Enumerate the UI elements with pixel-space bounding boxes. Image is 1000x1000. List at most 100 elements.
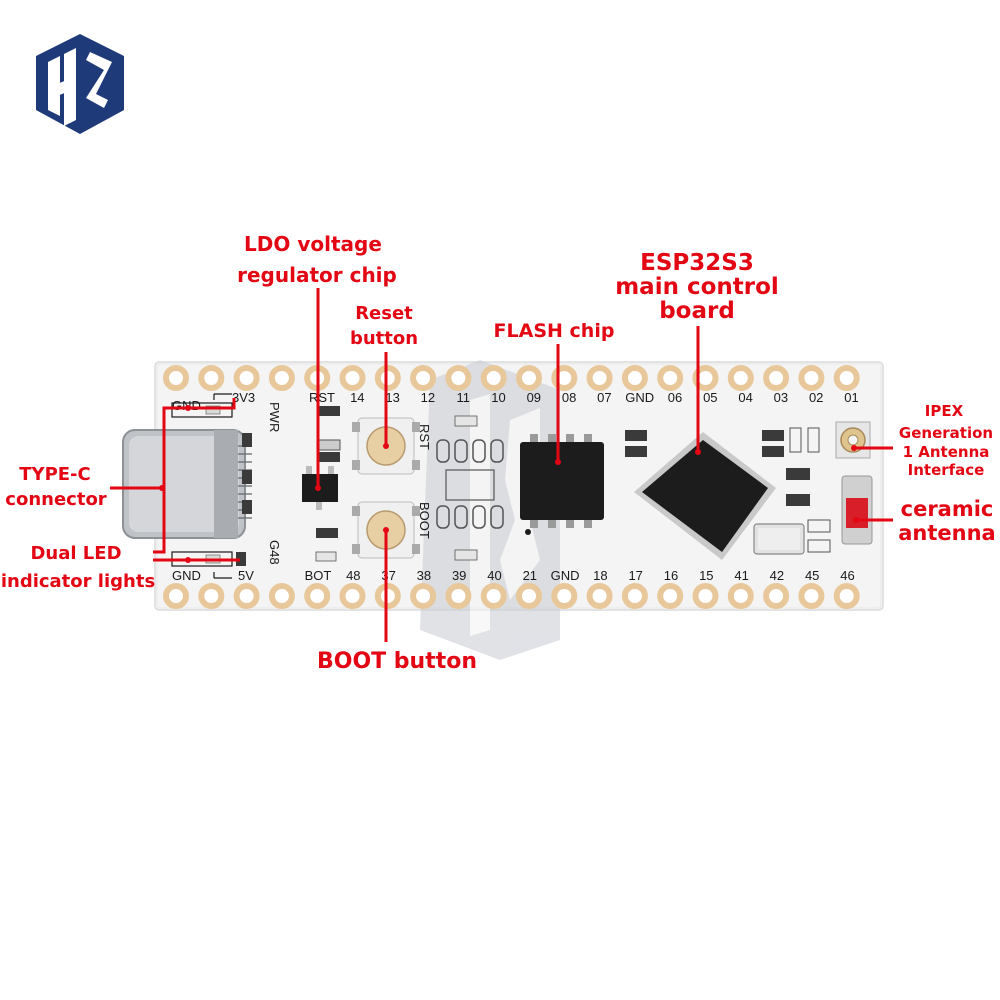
led-callout-line2: indicator lights — [1, 571, 155, 592]
top-pad — [586, 365, 613, 391]
top-pad — [798, 365, 825, 391]
ceramic-callout-line1: ceramic — [901, 497, 994, 521]
bottom-pad — [480, 583, 507, 609]
top-pad — [727, 365, 754, 391]
bottom-pin-label: 16 — [664, 568, 678, 583]
led-callout-line1: Dual LED — [30, 543, 121, 564]
bottom-pad — [304, 583, 331, 609]
bottom-pad — [374, 583, 401, 609]
rst-silk-label: RST — [417, 424, 432, 450]
reset-callout-line1: Reset — [355, 303, 413, 324]
bottom-pad — [551, 583, 578, 609]
bottom-pin-label: 17 — [628, 568, 642, 583]
top-pin-label: GND — [625, 390, 654, 405]
bottom-pad — [233, 583, 260, 609]
bottom-pin-label: 41 — [734, 568, 748, 583]
bottom-pin-label: 38 — [417, 568, 431, 583]
bottom-pin-label: 40 — [487, 568, 501, 583]
ipex-callout-line4: Interface — [908, 461, 985, 479]
esp-callout-line2: main control — [615, 274, 779, 300]
flash-callout: FLASH chip — [494, 320, 615, 342]
esp-callout-line3: board — [659, 298, 735, 324]
bottom-pin-label: 39 — [452, 568, 466, 583]
top-pin-label: 09 — [527, 390, 541, 405]
top-pin-label: 10 — [491, 390, 505, 405]
crystal-oscillator — [753, 523, 805, 555]
bottom-pad — [621, 583, 648, 609]
top-pad — [410, 365, 437, 391]
top-pin-pads — [163, 365, 860, 391]
bottom-pad — [410, 583, 437, 609]
esp-callout-line1: ESP32S3 — [640, 250, 754, 276]
top-pin-label: 05 — [703, 390, 717, 405]
callout-leaders — [110, 288, 893, 642]
top-pin-label: 03 — [774, 390, 788, 405]
ldo-callout-line2: regulator chip — [237, 263, 397, 287]
top-pin-label: 11 — [456, 390, 470, 405]
bottom-pin-label: 48 — [346, 568, 360, 583]
ipex-callout-line2: Generation — [899, 424, 993, 442]
5v-label: 5V — [238, 568, 254, 583]
bottom-pin-label: 18 — [593, 568, 607, 583]
top-pad — [268, 365, 295, 391]
top-pad — [163, 365, 189, 391]
bottom-pad — [692, 583, 719, 609]
top-pin-label: 04 — [738, 390, 752, 405]
bottom-pad — [727, 583, 754, 609]
esp32s3-chip — [634, 432, 776, 560]
top-pad — [445, 365, 472, 391]
bottom-pad — [268, 583, 295, 609]
boot-callout: BOOT button — [317, 649, 477, 674]
bottom-pad — [339, 583, 366, 609]
bottom-pad — [657, 583, 684, 609]
top-pin-label: 14 — [350, 390, 364, 405]
top-pad — [833, 365, 860, 391]
top-pad — [339, 365, 366, 391]
bottom-pin-label: BOT — [305, 568, 332, 583]
bottom-pad — [445, 583, 472, 609]
top-pin-label: RST — [309, 390, 335, 405]
bottom-pin-label: 46 — [840, 568, 854, 583]
pwr-label: PWR — [267, 402, 282, 432]
bottom-pin-pads — [163, 583, 860, 609]
top-pin-label: 06 — [668, 390, 682, 405]
top-pad — [233, 365, 260, 391]
flash-chip — [520, 434, 604, 535]
typec-callout-line2: connector — [5, 489, 107, 510]
bottom-pin-label: 37 — [381, 568, 395, 583]
ceramic-antenna-part — [841, 475, 873, 545]
usb-c-connector — [122, 429, 252, 539]
3v3-label: 3V3 — [232, 390, 255, 405]
boot-silk-label: BOOT — [417, 502, 432, 539]
brand-logo — [36, 34, 124, 134]
top-pin-label: 07 — [597, 390, 611, 405]
top-pad — [621, 365, 648, 391]
bottom-pad — [833, 583, 860, 609]
bottom-pin-label: 15 — [699, 568, 713, 583]
bottom-pad — [516, 583, 542, 609]
reset-callout-line2: button — [350, 328, 418, 349]
typec-callout-line1: TYPE-C — [19, 464, 90, 485]
top-pad — [763, 365, 790, 391]
top-pad — [480, 365, 507, 391]
top-pin-label: 08 — [562, 390, 576, 405]
ipex-callout-line3: 1 Antenna — [903, 443, 990, 461]
bottom-pad — [163, 583, 189, 609]
bottom-pad — [198, 583, 225, 609]
ipex-connector — [835, 421, 871, 459]
top-pin-label: 01 — [844, 390, 858, 405]
top-pin-label: 13 — [385, 390, 399, 405]
top-pad — [516, 365, 542, 391]
bottom-pad — [798, 583, 825, 609]
passive-components — [236, 406, 831, 566]
bottom-pin-label: 21 — [523, 568, 537, 583]
top-pad — [657, 365, 684, 391]
top-pin-label: 02 — [809, 390, 823, 405]
top-pad — [198, 365, 225, 391]
ceramic-callout-line2: antenna — [898, 521, 995, 545]
bottom-pad — [586, 583, 613, 609]
ldo-callout-line1: LDO voltage — [244, 232, 382, 256]
